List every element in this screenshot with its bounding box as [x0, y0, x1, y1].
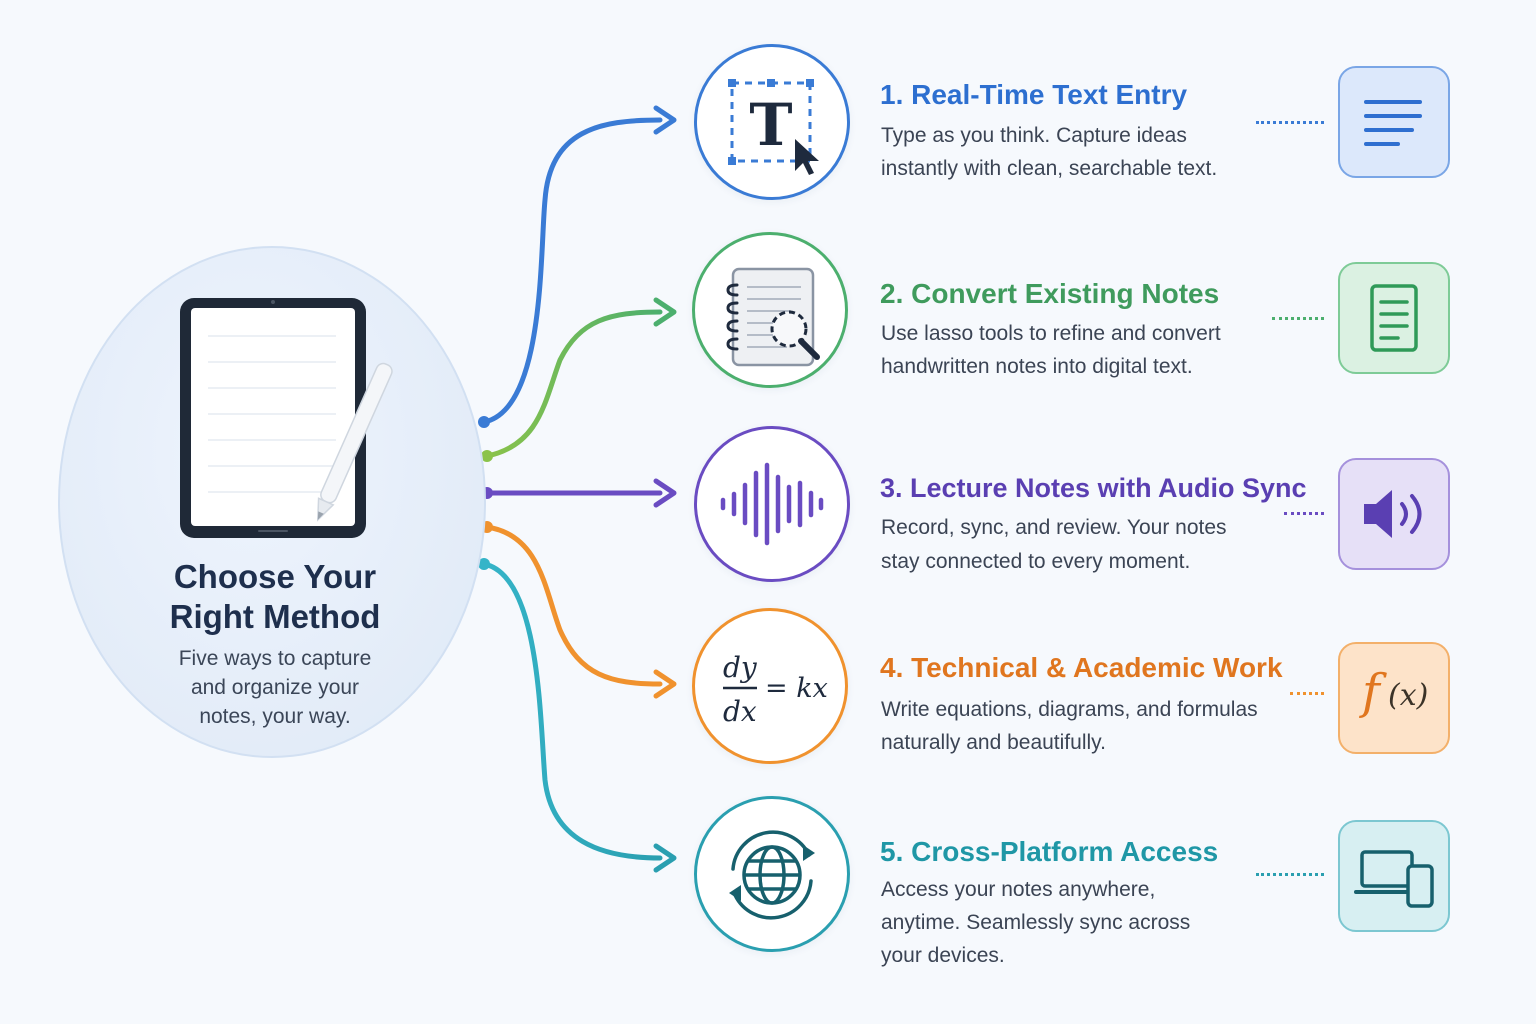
method-2-dots: [1272, 317, 1324, 320]
hub-title-line2: Right Method: [169, 598, 381, 635]
method-5-desc-line2: anytime. Seamlessly sync across: [881, 911, 1191, 934]
method-4-dots: [1290, 692, 1324, 695]
method-2-title: 2. Convert Existing Notes: [880, 278, 1220, 309]
devices-icon: [1354, 850, 1434, 908]
method-4-circle: dy dx = kx: [692, 608, 848, 764]
hub-subtitle-line3: notes, your way.: [199, 705, 351, 728]
equation-denominator: dx: [723, 695, 757, 728]
hub-subtitle-line1: Five ways to capture: [178, 647, 372, 670]
connector-4: [484, 524, 663, 687]
method-3-title: 3. Lecture Notes with Audio Sync: [880, 473, 1307, 503]
method-5-desc-line1: Access your notes anywhere,: [881, 878, 1156, 901]
method-1-dots: [1256, 121, 1324, 124]
notebook-lasso-icon: [726, 267, 820, 367]
method-3-tile[interactable]: [1338, 458, 1450, 570]
method-4-desc-line2: naturally and beautifully.: [881, 731, 1106, 754]
connector-2: [484, 309, 663, 459]
text-lines-icon: [1364, 100, 1422, 146]
hub-subtitle-line2: and organize your: [190, 676, 360, 699]
connector-5: [481, 561, 663, 861]
speaker-icon: [1364, 490, 1422, 538]
method-2-desc-line1: Use lasso tools to refine and convert: [881, 322, 1221, 345]
method-1-title: 1. Real-Time Text Entry: [880, 79, 1188, 110]
hub-title-line1: Choose Your: [173, 558, 377, 595]
method-5-circle: [694, 796, 850, 952]
method-4-tile[interactable]: f (x): [1338, 642, 1450, 754]
method-2-circle: [692, 232, 848, 388]
method-2-desc-line2: handwritten notes into digital text.: [881, 355, 1193, 378]
globe-sync-icon: [729, 830, 815, 920]
method-3-desc-line2: stay connected to every moment.: [881, 550, 1191, 573]
method-1-tile[interactable]: [1338, 66, 1450, 178]
svg-text:T: T: [749, 91, 792, 159]
method-1-desc-line2: instantly with clean, searchable text.: [881, 157, 1218, 180]
method-4-title: 4. Technical & Academic Work: [880, 652, 1283, 683]
method-5-title: 5. Cross-Platform Access: [880, 836, 1219, 867]
tablet-pencil-icon: [176, 294, 406, 544]
method-2-tile[interactable]: [1338, 262, 1450, 374]
method-5-tile[interactable]: [1338, 820, 1450, 932]
equation-rhs: = kx: [765, 673, 828, 704]
document-icon: [1370, 284, 1418, 352]
connector-1: [481, 117, 663, 425]
method-1-desc-line1: Type as you think. Capture ideas: [881, 124, 1187, 147]
equation-numerator: dy: [723, 651, 757, 684]
method-1-circle: T: [694, 44, 850, 200]
method-3-circle: [694, 426, 850, 582]
method-4-desc-line1: Write equations, diagrams, and formulas: [881, 698, 1258, 721]
equation-icon: [723, 686, 757, 690]
method-3-desc-line1: Record, sync, and review. Your notes: [881, 516, 1227, 539]
method-5-desc-line3: your devices.: [881, 944, 1005, 967]
function-f: f: [1362, 664, 1380, 720]
text-cursor-icon: T: [728, 79, 819, 175]
function-x: (x): [1388, 678, 1429, 713]
method-5-dots: [1256, 873, 1324, 876]
method-3-dots: [1284, 512, 1324, 515]
audio-waveform-icon: [720, 462, 824, 546]
function-icon: f (x): [1340, 644, 1448, 752]
